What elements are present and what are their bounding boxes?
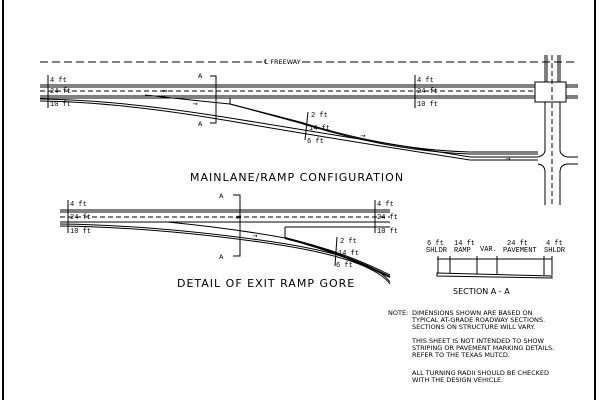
section-cut-line bbox=[233, 194, 241, 257]
note-line: TYPICAL AT-GRADE ROADWAY SECTIONS. bbox=[411, 316, 545, 324]
section-dim: 24 ft bbox=[507, 240, 528, 248]
dim-pavement: 24 ft bbox=[417, 88, 438, 96]
note-line: ALL TURNING RADII SHOULD BE CHECKED bbox=[412, 369, 549, 377]
section-label: SHLDR bbox=[426, 247, 448, 255]
detail-title: DETAIL OF EXIT RAMP GORE bbox=[177, 277, 355, 290]
dim-ramp: 6 ft bbox=[307, 138, 324, 146]
note-line: THIS SHEET IS NOT INTENDED TO SHOW bbox=[411, 337, 545, 345]
section-mark: A bbox=[219, 192, 224, 200]
section-mark: A bbox=[198, 120, 203, 128]
cross-street bbox=[537, 55, 578, 205]
note-line: REFER TO THE TEXAS MUTCD. bbox=[412, 351, 510, 359]
dim-ramp: 2 ft bbox=[340, 238, 357, 246]
dimension-line bbox=[334, 236, 338, 267]
mainlane-ramp-plan: ℄ FREEWAY ⇒ → → → A A 4 ft 24 ft 10 ft 4… bbox=[39, 55, 578, 205]
exit-ramp-gore-detail: ⇄ → A A 4 ft 24 ft 10 ft 4 ft 24 ft 10 f… bbox=[59, 192, 398, 290]
notes-prefix: NOTE: bbox=[388, 309, 408, 317]
dim-shoulder: 4 ft bbox=[50, 77, 67, 85]
dim-ramp: 6 ft bbox=[336, 262, 353, 270]
section-label: RAMP bbox=[454, 247, 471, 255]
section-cut-line bbox=[210, 75, 217, 124]
traffic-arrow-icon: → bbox=[192, 100, 198, 108]
note-line: SECTIONS ON STRUCTURE WILL VARY. bbox=[412, 323, 535, 331]
traffic-arrow-icon: ⇒ bbox=[162, 87, 168, 95]
ramp-edge bbox=[39, 98, 538, 158]
section-mark: A bbox=[198, 72, 203, 80]
plan-title: MAINLANE/RAMP CONFIGURATION bbox=[190, 171, 404, 184]
ramp-edge bbox=[59, 225, 391, 285]
traffic-arrow-icon: → bbox=[505, 155, 511, 163]
ramp-edge bbox=[39, 100, 538, 161]
section-label: SHLDR bbox=[544, 247, 566, 255]
section-dim: 4 ft bbox=[546, 240, 563, 248]
section-a-a: 6 ft SHLDR 14 ft RAMP VAR. 24 ft PAVEMEN… bbox=[426, 240, 566, 296]
ramp-edge bbox=[284, 237, 391, 278]
dim-shoulder: 4 ft bbox=[377, 201, 394, 209]
dim-pavement: 24 ft bbox=[377, 214, 398, 222]
section-title: SECTION A - A bbox=[453, 287, 510, 296]
bridge-structure bbox=[534, 81, 567, 103]
note-line: WITH THE DESIGN VEHICLE. bbox=[412, 376, 503, 384]
note-line: STRIPING OR PAVEMENT MARKING DETAILS. bbox=[412, 344, 554, 352]
notes: NOTE: DIMENSIONS SHOWN ARE BASED ON TYPI… bbox=[388, 309, 554, 384]
section-label: VAR. bbox=[480, 246, 497, 254]
dimension-line bbox=[304, 111, 309, 141]
dim-shoulder: 4 ft bbox=[70, 201, 87, 209]
dim-shoulder: 10 ft bbox=[50, 101, 71, 109]
note-line: DIMENSIONS SHOWN ARE BASED ON bbox=[412, 309, 533, 317]
section-label: PAVEMENT bbox=[503, 247, 537, 255]
traffic-arrow-icon: → bbox=[360, 132, 366, 140]
dim-pavement: 24 ft bbox=[50, 88, 71, 96]
section-pavement-slab bbox=[436, 272, 553, 279]
dim-ramp: 14 ft bbox=[338, 250, 359, 258]
ramp-edge bbox=[229, 103, 538, 155]
dim-shoulder: 4 ft bbox=[417, 77, 434, 85]
section-dimension-lines bbox=[437, 256, 553, 275]
ramp-edge bbox=[166, 221, 391, 276]
traffic-arrow-icon: ⇄ bbox=[236, 213, 242, 221]
dim-ramp: 2 ft bbox=[311, 112, 328, 120]
dim-shoulder: 10 ft bbox=[417, 101, 438, 109]
section-dim: 14 ft bbox=[454, 240, 475, 248]
ramp-edge bbox=[144, 94, 538, 153]
section-dim: 6 ft bbox=[427, 240, 444, 248]
centerline-label: ℄ FREEWAY bbox=[264, 58, 301, 66]
dim-ramp: 14 ft bbox=[309, 125, 330, 133]
dim-pavement: 24 ft bbox=[70, 214, 91, 222]
traffic-arrow-icon: → bbox=[252, 232, 258, 240]
section-mark: A bbox=[219, 253, 224, 261]
dim-shoulder: 10 ft bbox=[70, 228, 91, 236]
dim-shoulder: 10 ft bbox=[377, 228, 398, 236]
